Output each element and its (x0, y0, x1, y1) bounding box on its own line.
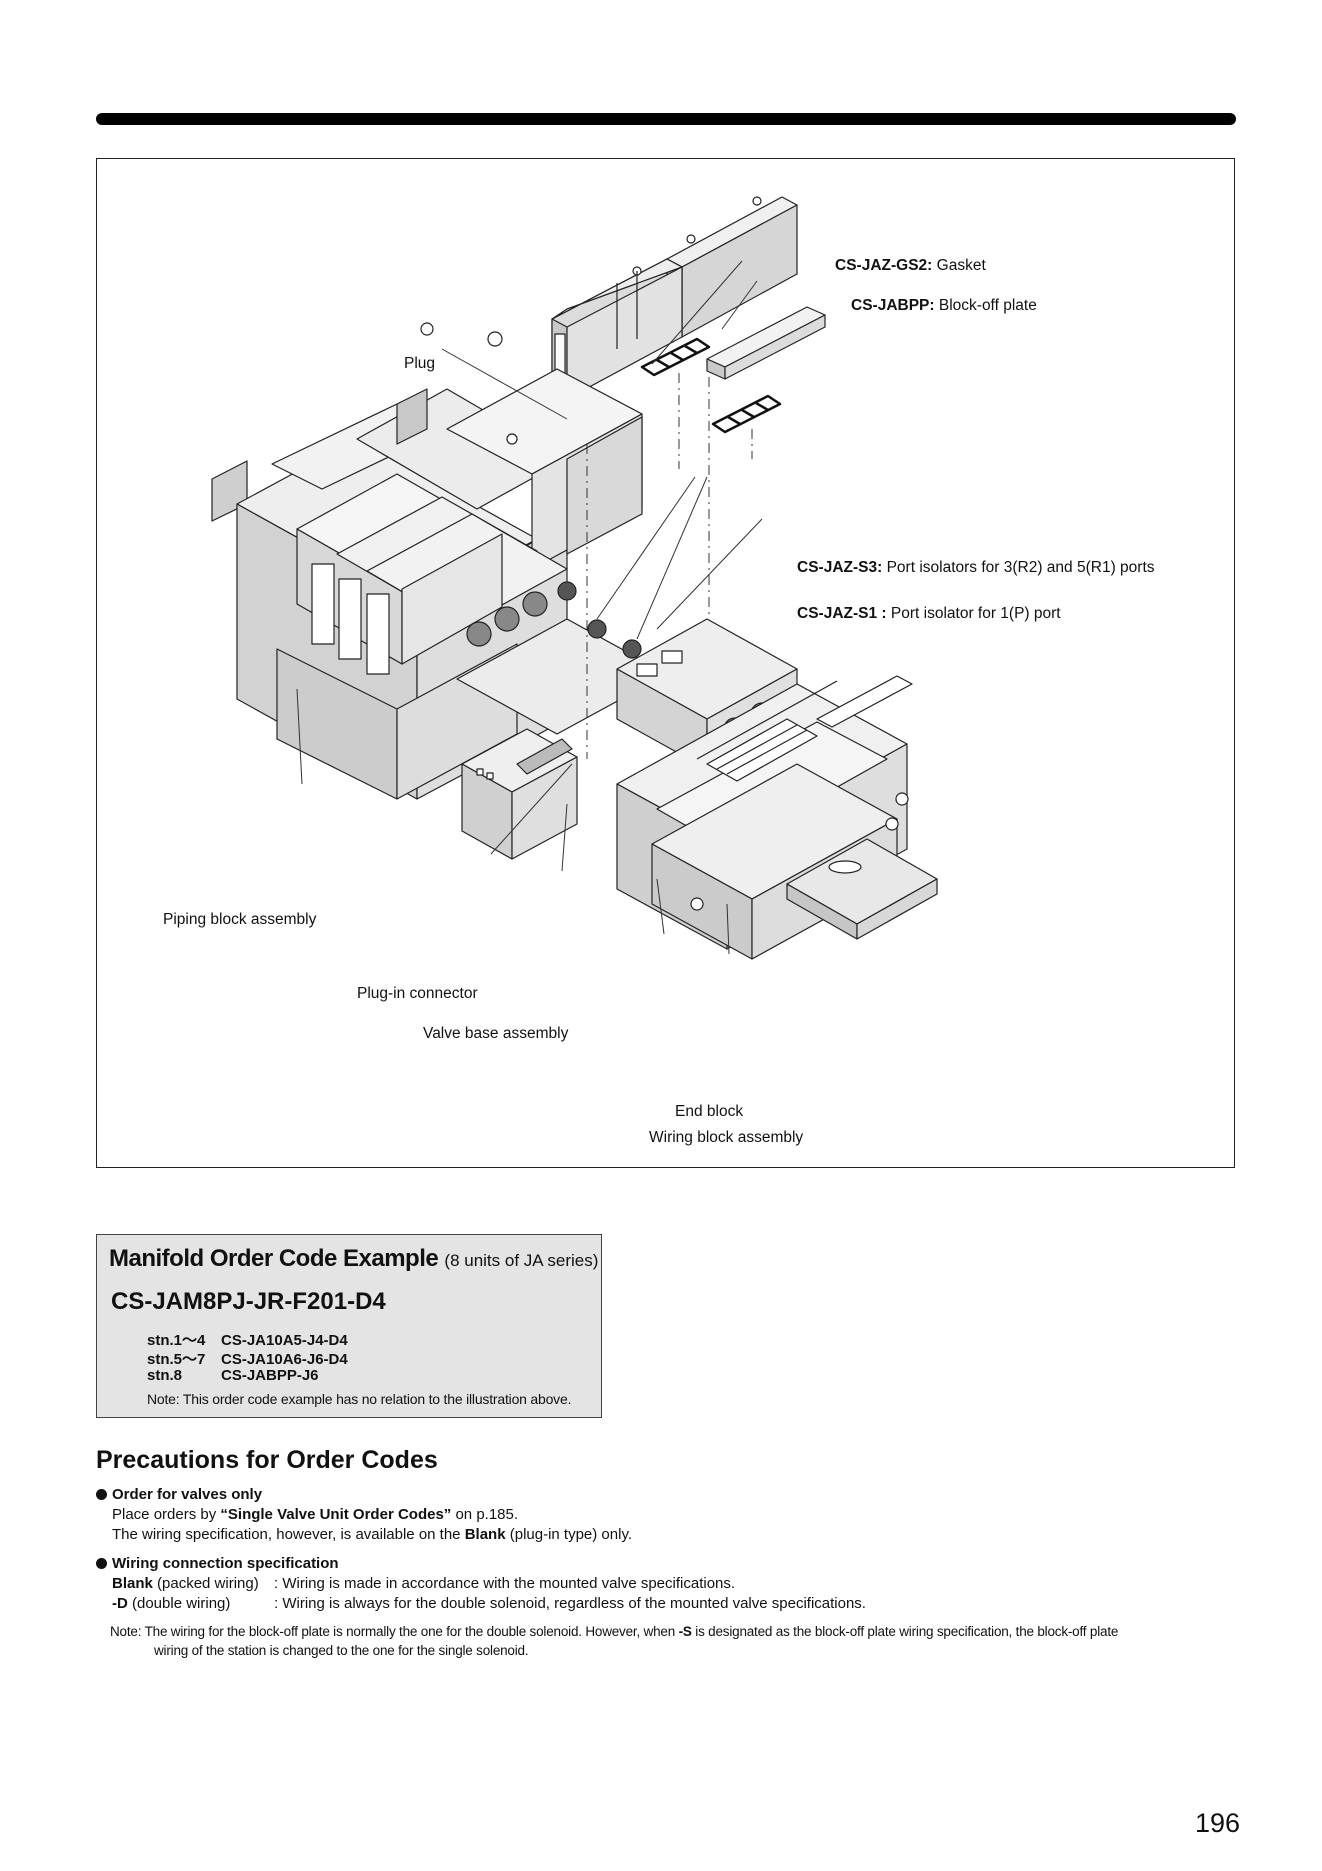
wiring-spec-heading: Wiring connection specification (96, 1555, 339, 1572)
gasket-drawings (640, 337, 782, 434)
callout-piping-block: Piping block assembly (163, 911, 317, 928)
valves-only-line-1: Place orders by “Single Valve Unit Order… (112, 1506, 519, 1523)
order-code-example-box: Manifold Order Code Example (8 units of … (96, 1234, 602, 1418)
example-order-code: CS-JAM8PJ-JR-F201-D4 (111, 1288, 386, 1315)
precautions-title: Precautions for Order Codes (96, 1446, 438, 1474)
callout-end-block: End block (675, 1103, 744, 1120)
callout-gasket: CS-JAZ-GS2: Gasket (835, 257, 986, 274)
callout-blockoff-plate: CS-JABPP: Block-off plate (851, 297, 1037, 314)
bullet-icon (96, 1558, 107, 1569)
wiring-note-line-1: Note: The wiring for the block-off plate… (110, 1624, 1119, 1639)
valve-base-drawing (461, 728, 578, 860)
example-note: Note: This order code example has no rel… (147, 1391, 572, 1407)
exploded-view-figure: CS-JAZ-GS2: Gasket CS-JABPP: Block-off p… (96, 158, 1235, 1168)
wiring-block-drawing (651, 718, 938, 960)
bullet-icon (96, 1489, 107, 1500)
callout-valve-base: Valve base assembly (423, 1025, 569, 1042)
valves-only-line-2: The wiring specification, however, is av… (112, 1526, 633, 1543)
example-title: Manifold Order Code Example (8 units of … (109, 1245, 599, 1272)
blockoff-plate-drawing (706, 306, 826, 380)
wiring-spec-row-blank: Blank (packed wiring): Wiring is made in… (112, 1575, 736, 1592)
callout-port-isolator-s1: CS-JAZ-S1 : Port isolator for 1(P) port (797, 605, 1061, 622)
wiring-note-line-2: wiring of the station is changed to the … (154, 1643, 529, 1658)
page-number: 196 (1195, 1808, 1241, 1838)
valves-only-heading: Order for valves only (96, 1486, 262, 1503)
wiring-spec-row-double: -D (double wiring): Wiring is always for… (112, 1595, 866, 1612)
callout-plug: Plug (404, 355, 436, 372)
callout-wiring-block: Wiring block assembly (649, 1129, 804, 1146)
manifold-exploded-drawing (211, 196, 938, 960)
leader-lines (296, 260, 763, 955)
callout-port-isolator-s3: CS-JAZ-S3: Port isolators for 3(R2) and … (797, 559, 1155, 576)
callout-plug-in-connector: Plug-in connector (357, 985, 478, 1002)
manifold-body-drawing (211, 322, 668, 800)
top-rule (96, 113, 1236, 125)
dash-guides (586, 373, 753, 759)
